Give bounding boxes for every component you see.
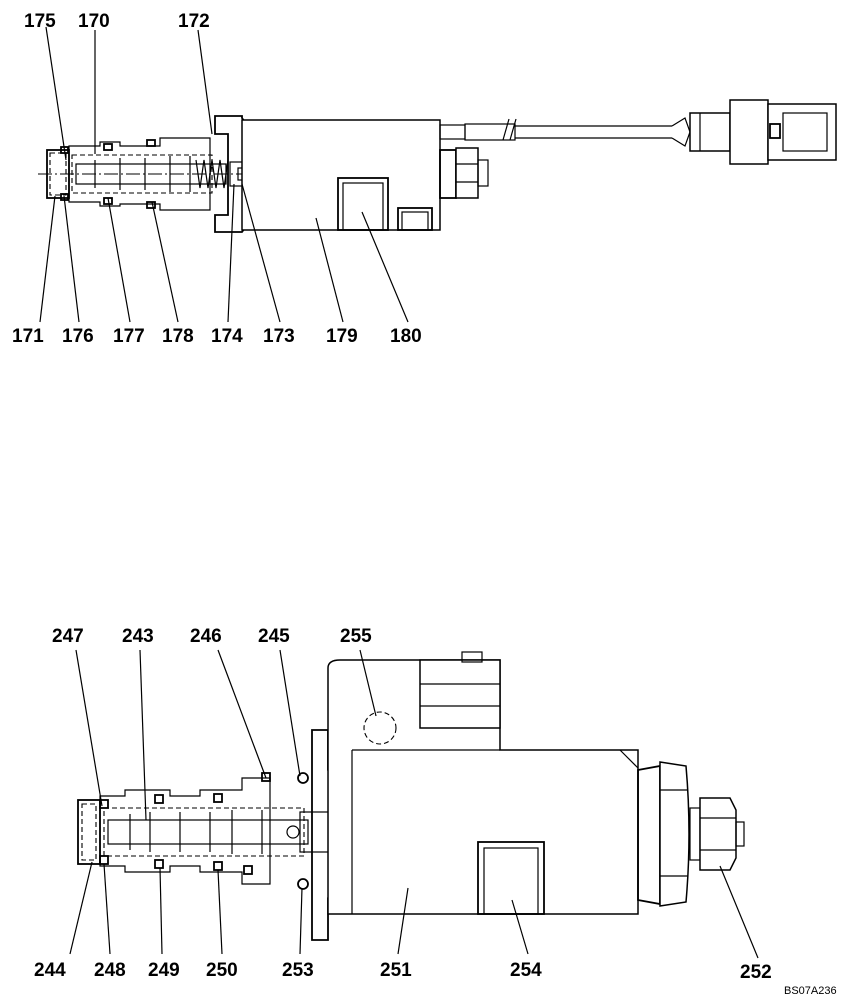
label-249: 249 [148,960,180,981]
top-solenoid-body [241,119,441,231]
bottom-seal [99,799,109,809]
label-173: 173 [263,326,295,347]
top-part-labels: 175 170 172 171 176 177 178 174 173 179 … [12,11,422,347]
top-spring [195,159,229,189]
bottom-o-ring [297,772,309,784]
label-247: 247 [52,626,84,647]
bottom-leader-lines [69,649,759,959]
label-172: 172 [178,11,210,32]
label-177: 177 [113,326,145,347]
top-lock-nut [455,147,479,199]
bottom-solenoid-valve-assembly [77,651,745,941]
label-180: 180 [390,326,422,347]
top-flange [214,115,259,233]
bottom-hidden-port [363,711,397,745]
label-251: 251 [380,960,412,981]
bottom-part-labels: 247 243 246 245 255 244 248 249 250 253 … [34,626,772,983]
label-171: 171 [12,326,44,347]
reference-code: BS07A236 [784,985,837,997]
top-leader-lines [39,26,409,323]
label-254: 254 [510,960,542,981]
label-170: 170 [78,11,110,32]
bottom-hex-nut [659,761,690,907]
label-243: 243 [122,626,154,647]
label-175: 175 [24,11,56,32]
label-250: 250 [206,960,238,981]
label-178: 178 [162,326,194,347]
label-255: 255 [340,626,372,647]
label-253: 253 [282,960,314,981]
bottom-lock-nut [699,797,737,871]
label-252: 252 [740,962,772,983]
bottom-end-cap [77,799,101,865]
top-connector [689,112,731,152]
top-solenoid-valve-assembly [38,99,837,233]
label-245: 245 [258,626,290,647]
label-174: 174 [211,326,243,347]
label-246: 246 [190,626,222,647]
label-248: 248 [94,960,126,981]
bottom-valve-body [99,777,271,885]
label-176: 176 [62,326,94,347]
top-valve-body [68,137,211,211]
label-179: 179 [326,326,358,347]
label-244: 244 [34,960,66,981]
bottom-spool [107,819,309,845]
